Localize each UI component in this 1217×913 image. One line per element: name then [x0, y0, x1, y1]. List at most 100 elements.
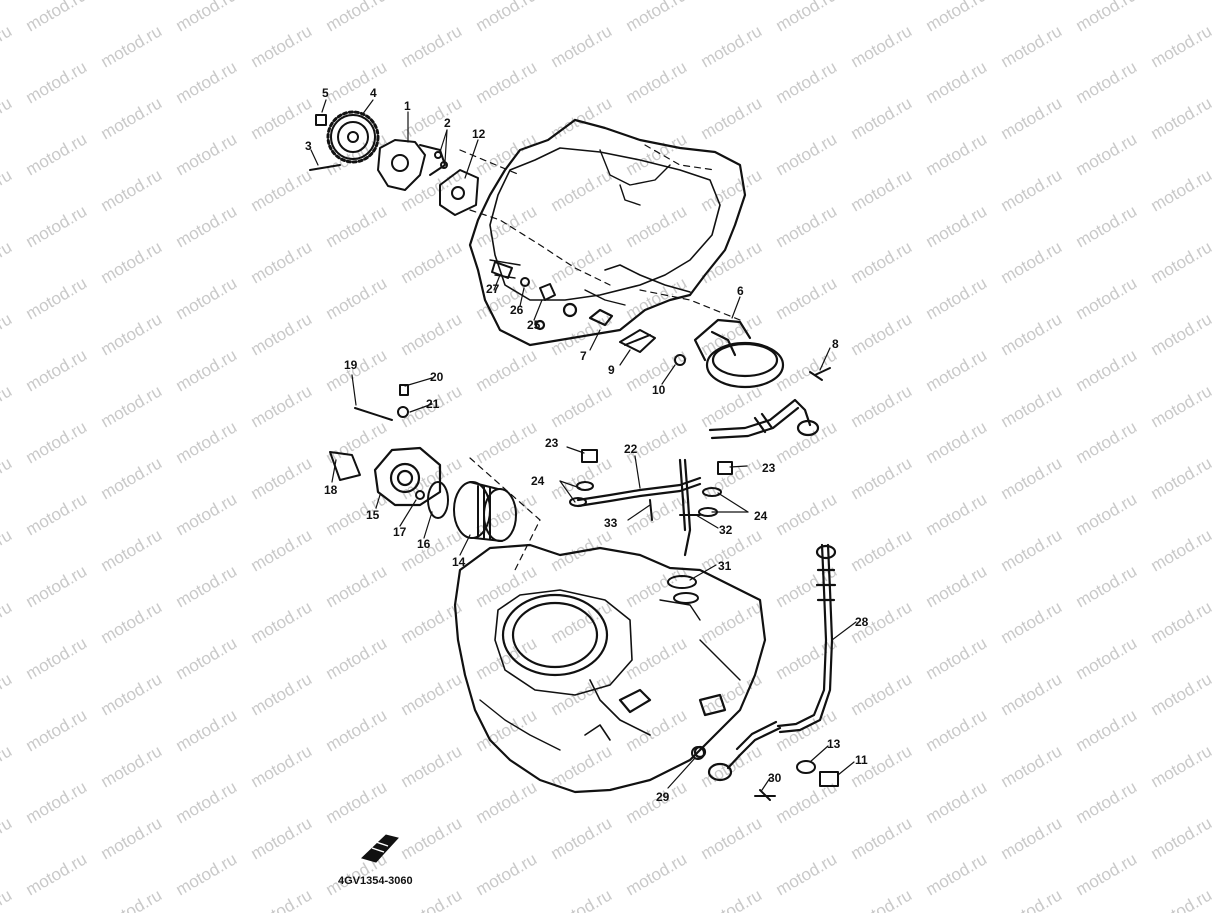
watermark-text: motod.ru — [248, 309, 316, 359]
callout-26: 26 — [510, 303, 524, 317]
callout-24-left: 24 — [531, 474, 545, 488]
watermark-text: motod.ru — [0, 669, 15, 719]
watermark-text: motod.ru — [173, 705, 241, 755]
oil-delivery-pipe — [576, 398, 820, 557]
watermark-text: motod.ru — [1073, 0, 1141, 35]
watermark-text: motod.ru — [623, 849, 691, 899]
watermark-text: motod.ru — [248, 453, 316, 503]
callout-21: 21 — [426, 397, 440, 411]
watermark-text: motod.ru — [548, 885, 616, 913]
watermark-text: motod.ru — [323, 0, 391, 35]
callout-27: 27 — [486, 282, 500, 296]
watermark-text: motod.ru — [1148, 381, 1216, 431]
callout-12: 12 — [472, 127, 486, 141]
watermark-text: motod.ru — [623, 57, 691, 107]
watermark-text: motod.ru — [1148, 309, 1216, 359]
watermark-text: motod.ru — [473, 273, 541, 323]
watermark-text: motod.ru — [248, 525, 316, 575]
callout-7: 7 — [580, 349, 587, 363]
leader-lines — [310, 99, 857, 791]
watermark-text: motod.ru — [923, 633, 991, 683]
watermark-text: motod.ru — [1073, 345, 1141, 395]
watermark-text: motod.ru — [248, 21, 316, 71]
watermark-text: motod.ru — [773, 777, 841, 827]
watermark-text: motod.ru — [698, 309, 766, 359]
oil-pump-gear — [326, 110, 380, 164]
watermark-text: motod.ru — [923, 0, 991, 35]
watermark-text: motod.ru — [998, 597, 1066, 647]
callout-15: 15 — [366, 508, 380, 522]
watermark-text: motod.ru — [848, 669, 916, 719]
watermark-text: motod.ru — [698, 741, 766, 791]
watermark-text: motod.ru — [848, 237, 916, 287]
callout-1: 1 — [404, 99, 411, 113]
watermark-text: motod.ru — [923, 345, 991, 395]
watermark-text: motod.ru — [998, 885, 1066, 913]
watermark-text: motod.ru — [1073, 633, 1141, 683]
watermark-text: motod.ru — [998, 93, 1066, 143]
watermark-text: motod.ru — [23, 201, 91, 251]
watermark-text: motod.ru — [1073, 417, 1141, 467]
diagram-code: 4GV1354-3060 — [338, 875, 413, 887]
watermark-text: motod.ru — [398, 885, 466, 913]
watermark-text: motod.ru — [398, 453, 466, 503]
callout-23-right: 23 — [762, 461, 776, 475]
watermark-text: motod.ru — [623, 705, 691, 755]
watermark-text: motod.ru — [848, 525, 916, 575]
callout-33: 33 — [604, 516, 618, 530]
watermark-text: motod.ru — [248, 381, 316, 431]
watermark-text: motod.ru — [248, 165, 316, 215]
watermark-text: motod.ru — [323, 561, 391, 611]
watermark-text: motod.ru — [848, 93, 916, 143]
callout-20: 20 — [430, 370, 444, 384]
watermark-text: motod.ru — [0, 525, 15, 575]
watermark-text: motod.ru — [98, 93, 166, 143]
watermark-text: motod.ru — [23, 633, 91, 683]
watermark-text: motod.ru — [0, 381, 15, 431]
watermark-text: motod.ru — [773, 489, 841, 539]
watermark-text: motod.ru — [1073, 201, 1141, 251]
watermark-text: motod.ru — [1073, 849, 1141, 899]
callout-9: 9 — [608, 363, 615, 377]
watermark-text: motod.ru — [98, 381, 166, 431]
watermark-text: motod.ru — [323, 201, 391, 251]
watermark-text: motod.ru — [998, 309, 1066, 359]
watermark-text: motod.ru — [773, 273, 841, 323]
external-oil-pipe — [707, 543, 837, 782]
watermark-text: motod.ru — [473, 633, 541, 683]
watermark-text: motod.ru — [548, 813, 616, 863]
watermark-text: motod.ru — [1073, 489, 1141, 539]
watermark-text: motod.ru — [23, 57, 91, 107]
watermark-text: motod.ru — [23, 705, 91, 755]
watermark-text: motod.ru — [0, 237, 15, 287]
watermark-text: motod.ru — [98, 21, 166, 71]
watermark-text: motod.ru — [623, 0, 691, 35]
watermark-text: motod.ru — [173, 201, 241, 251]
watermark-text: motod.ru — [698, 237, 766, 287]
watermark-text: motod.ru — [923, 129, 991, 179]
strainer-cover — [693, 318, 785, 389]
watermark-text: motod.ru — [998, 669, 1066, 719]
watermark-text: motod.ru — [0, 165, 15, 215]
watermark-text: motod.ru — [23, 345, 91, 395]
watermark-text: motod.ru — [398, 741, 466, 791]
pump-fasteners — [309, 114, 448, 171]
watermark-text: motod.ru — [473, 705, 541, 755]
callout-17: 17 — [393, 525, 407, 539]
watermark-text: motod.ru — [23, 129, 91, 179]
watermark-text: motod.ru — [398, 813, 466, 863]
watermark-text: motod.ru — [848, 381, 916, 431]
watermark-text: motod.ru — [0, 309, 15, 359]
watermark-text: motod.ru — [323, 777, 391, 827]
callout-23-left: 23 — [545, 436, 559, 450]
callout-6: 6 — [737, 284, 744, 298]
watermark-text: motod.ru — [248, 741, 316, 791]
watermark-text: motod.ru — [473, 849, 541, 899]
watermark-text: motod.ru — [1073, 777, 1141, 827]
watermark-text: motod.ru — [98, 813, 166, 863]
watermark-text: motod.ru — [23, 561, 91, 611]
callout-32: 32 — [719, 523, 733, 537]
callout-10: 10 — [652, 383, 666, 397]
